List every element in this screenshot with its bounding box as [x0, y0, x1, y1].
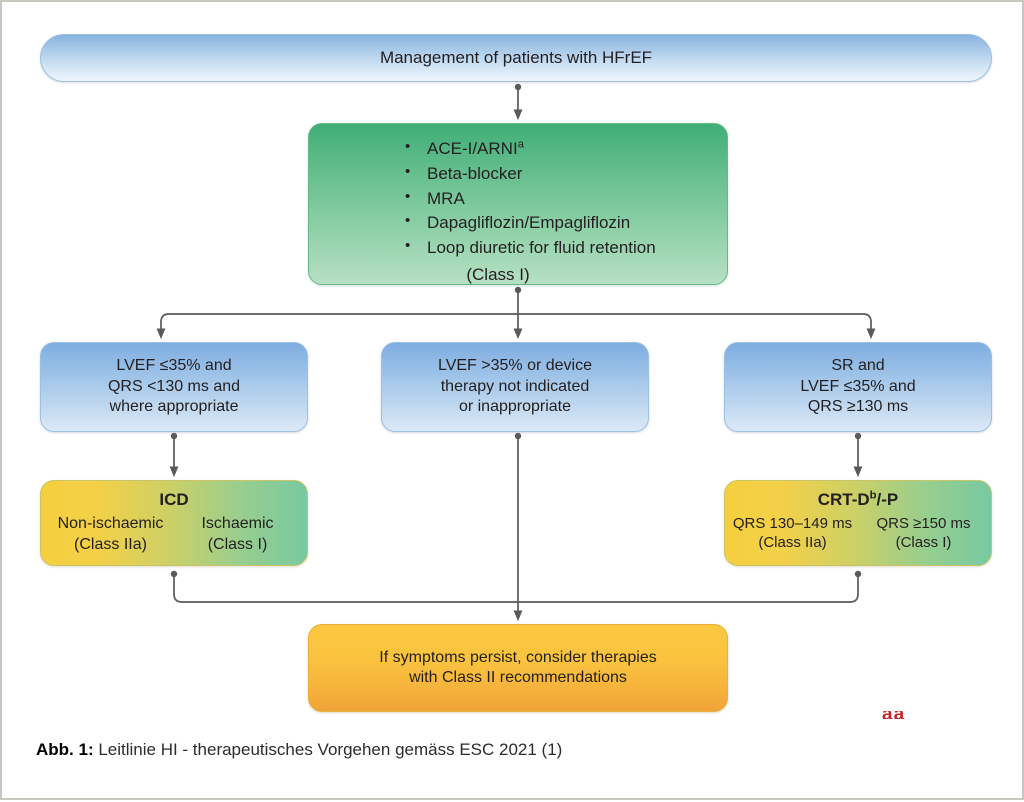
criteria-line: QRS <130 ms and [107, 377, 241, 395]
device-option-class: (Class I) [895, 534, 952, 552]
therapy-bullet-item: Dapagliflozin/Empagliflozin [405, 211, 727, 234]
criteria-line: LVEF >35% or device [437, 357, 592, 375]
box-outcome-persistent-symptoms: If symptoms persist, consider therapies … [308, 624, 728, 712]
caption-label: Abb. 1: [36, 740, 94, 759]
criteria-line: SR and [831, 357, 885, 375]
box-device-icd: ICD Non-ischaemic (Class IIa) Ischaemic … [40, 480, 308, 566]
outcome-line: with Class II recommendations [409, 669, 627, 686]
connector-banner-to-therapy [513, 83, 523, 121]
device-option-class: (Class IIa) [758, 534, 827, 552]
banner-title: Management of patients with HFrEF [379, 48, 653, 68]
device-option-label: Ischaemic [201, 514, 274, 532]
device-title-suffix: /-P [876, 490, 899, 509]
connector-devices-merge [170, 570, 862, 603]
device-title-text: ICD [159, 490, 189, 509]
criteria-line: therapy not indicated [440, 377, 590, 395]
figure-caption: Abb. 1: Leitlinie HI - therapeutisches V… [36, 740, 562, 760]
therapy-bullet-label: Beta-blocker [427, 163, 523, 183]
therapy-bullet-item: ACE-I/ARNIa [405, 137, 727, 160]
device-option-class: (Class IIa) [74, 535, 147, 553]
banner-management-of-hfref: Management of patients with HFrEF [40, 34, 992, 82]
criteria-line: QRS ≥130 ms [807, 398, 909, 416]
device-options-crt: QRS 130–149 ms (Class IIa) QRS ≥150 ms (… [725, 514, 991, 553]
criteria-line: where appropriate [109, 398, 239, 416]
therapy-bullet-label: MRA [427, 188, 465, 208]
therapy-class-recommendation: (Class I) [466, 264, 530, 284]
device-option-right: Ischaemic (Class I) [174, 514, 301, 556]
caption-text: Leitlinie HI - therapeutisches Vorgehen … [93, 740, 563, 759]
device-option-label: Non-ischaemic [57, 514, 164, 532]
connector-criteria-to-devices [169, 432, 863, 478]
criteria-line: LVEF ≤35% and [116, 357, 232, 375]
connector-middle-to-outcome [513, 432, 523, 622]
device-option-left: QRS 130–149 ms (Class IIa) [727, 514, 858, 553]
therapy-bullet-list: ACE-I/ARNIa Beta-blocker MRA Dapaglifloz… [309, 137, 727, 262]
device-option-class: (Class I) [207, 535, 268, 553]
outcome-line: If symptoms persist, consider therapies [379, 648, 657, 666]
device-title-text: CRT-D [817, 490, 870, 509]
therapy-bullet-label: ACE-I/ARNI [427, 139, 518, 158]
red-artifact-mark: aa [882, 711, 912, 719]
therapy-bullet-item: Beta-blocker [405, 162, 727, 185]
footnote-marker-b: b [869, 489, 877, 502]
connector-therapy-branch [156, 286, 876, 340]
device-option-label: QRS ≥150 ms [876, 514, 971, 532]
criteria-line: LVEF ≤35% and [800, 377, 916, 395]
box-first-line-therapy: ACE-I/ARNIa Beta-blocker MRA Dapaglifloz… [308, 123, 728, 285]
criteria-line: or inappropriate [458, 398, 572, 416]
box-criteria-no-device: LVEF >35% or device therapy not indicate… [381, 342, 649, 432]
box-criteria-sinus-rhythm: SR and LVEF ≤35% and QRS ≥130 ms [724, 342, 992, 432]
device-option-right: QRS ≥150 ms (Class I) [858, 514, 989, 553]
therapy-bullet-label: Loop diuretic for fluid retention [427, 238, 656, 257]
box-criteria-lvef-low: LVEF ≤35% and QRS <130 ms and where appr… [40, 342, 308, 432]
device-option-left: Non-ischaemic (Class IIa) [47, 514, 174, 556]
device-title-icd: ICD [159, 489, 188, 511]
footnote-marker-a: a [517, 138, 524, 151]
device-option-label: QRS 130–149 ms [732, 514, 853, 532]
therapy-bullet-label: Dapagliflozin/Empagliflozin [427, 213, 631, 233]
box-device-crt: CRT-Db/-P QRS 130–149 ms (Class IIa) QRS… [724, 480, 992, 566]
device-options-icd: Non-ischaemic (Class IIa) Ischaemic (Cla… [41, 514, 307, 556]
therapy-bullet-item: Loop diuretic for fluid retention [405, 236, 727, 259]
device-title-crt: CRT-Db/-P [818, 489, 899, 511]
therapy-bullet-item: MRA [405, 187, 727, 210]
